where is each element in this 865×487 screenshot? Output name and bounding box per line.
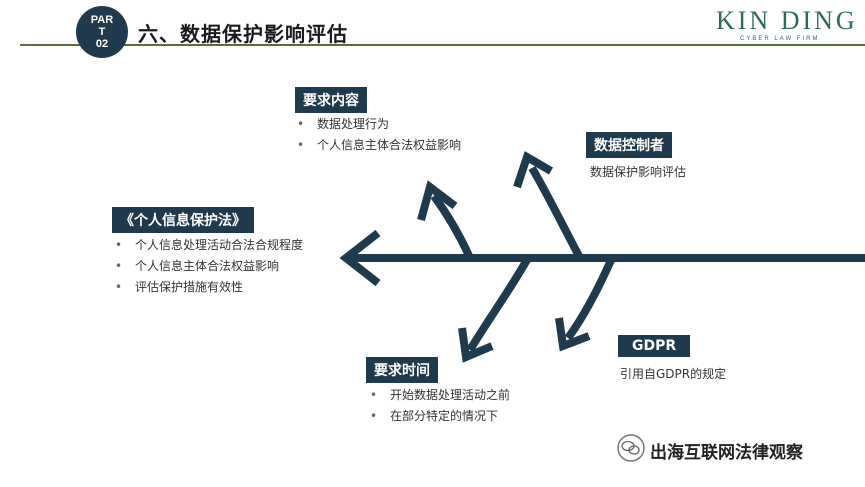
- lower-branch-2-head: [555, 317, 591, 352]
- upper-branch-1-head: [417, 180, 458, 222]
- wechat-icon: [617, 434, 645, 462]
- page-title: 六、数据保护影响评估: [138, 22, 348, 46]
- list-item: 数据处理行为: [297, 114, 461, 135]
- logo-wordmark: KIN DING: [716, 6, 858, 35]
- pipl-list: 个人信息处理活动合法合规程度 个人信息主体合法权益影响 评估保护措施有效性: [115, 235, 303, 298]
- logo-tagline: CYBER LAW FIRM: [740, 36, 820, 42]
- part-badge: PAR T 02: [76, 6, 128, 58]
- lower-branch-2: [564, 256, 616, 341]
- list-item: 个人信息主体合法权益影响: [115, 256, 303, 277]
- list-item: 在部分特定的情况下: [370, 406, 510, 427]
- pipl-label: 《个人信息保护法》: [112, 207, 254, 233]
- part-badge-line3: 02: [95, 38, 109, 50]
- list-item: 开始数据处理活动之前: [370, 385, 510, 406]
- part-badge-line1: PAR: [90, 14, 114, 26]
- requirements-time-list: 开始数据处理活动之前 在部分特定的情况下: [370, 385, 510, 427]
- requirements-content-label: 要求内容: [295, 87, 367, 113]
- list-item: 评估保护措施有效性: [115, 277, 303, 298]
- header-divider: [20, 44, 865, 46]
- requirements-content-list: 数据处理行为 个人信息主体合法权益影响: [297, 114, 461, 156]
- requirements-time-label: 要求时间: [366, 357, 438, 383]
- data-controller-desc: 数据保护影响评估: [590, 165, 687, 179]
- upper-branch-2-head: [513, 151, 554, 189]
- lower-branch-1-head: [458, 327, 494, 363]
- list-item: 个人信息主体合法权益影响: [297, 135, 461, 156]
- spine-arrowhead: [339, 229, 381, 287]
- data-controller-label: 数据控制者: [586, 132, 672, 158]
- lower-branch-1: [466, 256, 532, 353]
- part-badge-line2: T: [98, 26, 106, 38]
- upper-branch-2: [528, 165, 584, 260]
- list-item: 个人信息处理活动合法合规程度: [115, 235, 303, 256]
- watermark-text: 出海互联网法律观察: [650, 443, 803, 463]
- gdpr-label: GDPR: [618, 335, 691, 357]
- upper-branch-1: [430, 193, 474, 260]
- gdpr-desc: 引用自GDPR的规定: [620, 367, 727, 381]
